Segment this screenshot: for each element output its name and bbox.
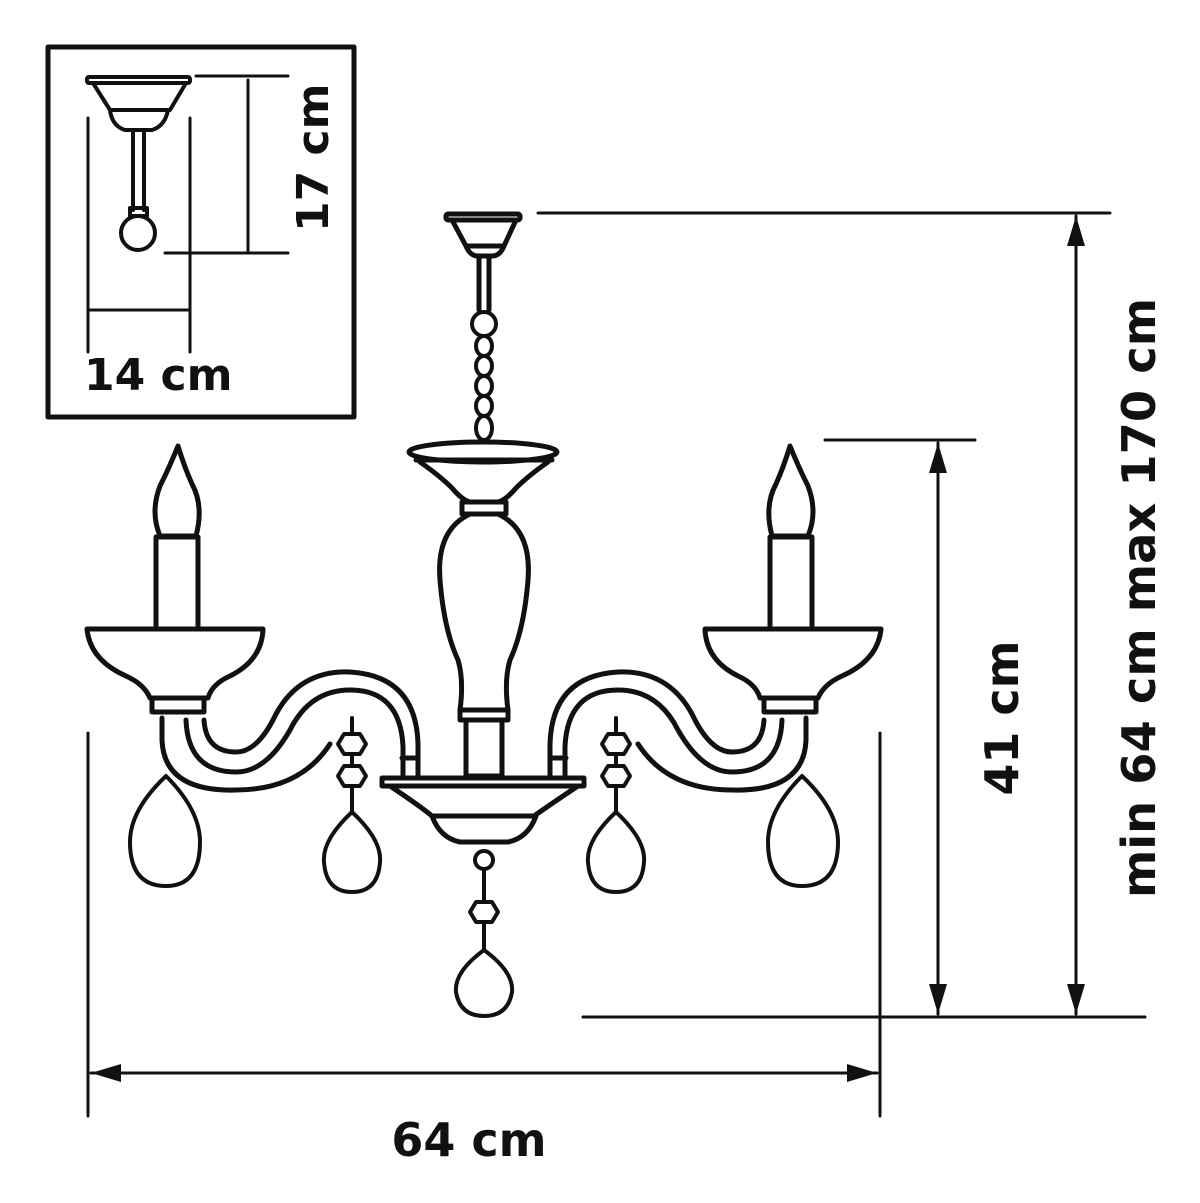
total-height-label: min 64 cm max 170 cm xyxy=(1112,298,1166,898)
body-height-label: 41 cm xyxy=(975,640,1029,795)
ceiling-canopy-icon xyxy=(443,211,523,313)
inset-width-label: 14 cm xyxy=(84,350,232,401)
left-arm-icon xyxy=(159,669,421,793)
upper-bowl-icon xyxy=(406,439,560,517)
inset-dimension-lines xyxy=(86,74,290,354)
inset-height-label: 17 cm xyxy=(288,84,339,232)
left-outer-crystal-drop-icon xyxy=(128,774,202,888)
lower-bowl-icon xyxy=(379,775,587,845)
right-outer-crystal-drop-icon xyxy=(766,774,840,888)
canopy-icon xyxy=(85,75,192,252)
vase-stem-icon xyxy=(437,511,531,779)
right-inner-crystal-drop-icon xyxy=(585,716,647,894)
right-arm-icon xyxy=(547,669,809,793)
right-candle-icon xyxy=(702,443,884,715)
left-inner-crystal-drop-icon xyxy=(321,716,383,894)
chandelier-drawing xyxy=(84,211,884,1018)
left-candle-icon xyxy=(84,443,266,715)
canopy-inset: 17 cm 14 cm xyxy=(45,44,357,420)
width-label: 64 cm xyxy=(391,1113,546,1167)
chain-icon xyxy=(470,310,498,442)
dimension-lines xyxy=(86,211,1147,1118)
center-crystal-drop-icon xyxy=(453,849,515,1018)
